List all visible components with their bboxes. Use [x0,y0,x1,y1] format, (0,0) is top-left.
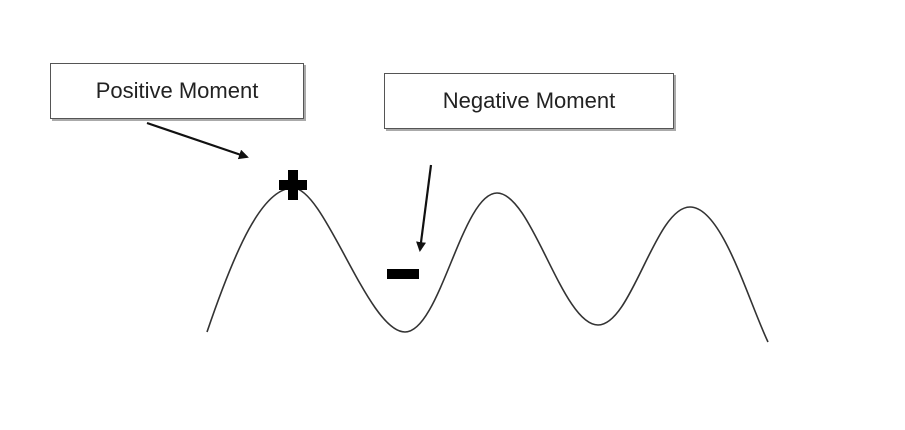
negative-arrow [416,164,433,252]
negative-moment-label: Negative Moment [384,73,674,129]
moment-curve [206,187,769,343]
minus-sign-icon [387,269,419,279]
positive-moment-label: Positive Moment [50,63,304,119]
positive-arrow [146,121,249,160]
plus-sign-icon [279,170,307,200]
